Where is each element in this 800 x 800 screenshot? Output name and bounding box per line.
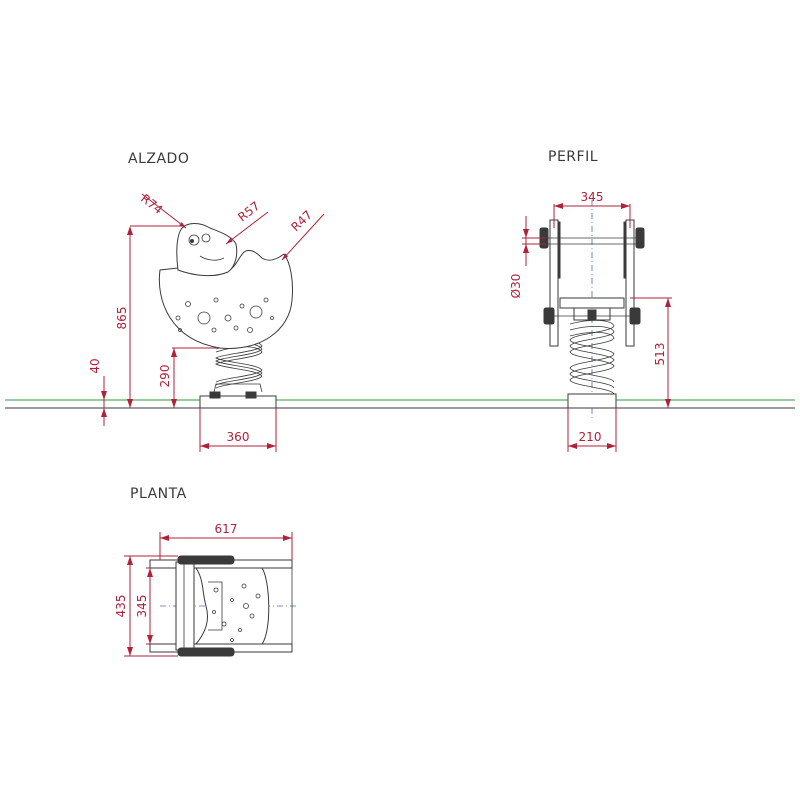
perfil-panel-right xyxy=(625,219,635,347)
dim-d30-arrow-top xyxy=(523,229,529,238)
alzado-base-plate xyxy=(199,395,277,409)
dim-290-arrow-top xyxy=(171,348,177,357)
dim-d30-arrow-bottom xyxy=(523,244,529,253)
dim-617-label: 617 xyxy=(215,522,238,536)
dim-865-arrow-top xyxy=(127,226,133,235)
alzado-bolt-right xyxy=(245,391,257,399)
alzado-bolt-left xyxy=(209,391,221,399)
dim-r47-leader xyxy=(281,213,325,261)
dim-513-label: 513 xyxy=(653,343,667,366)
dim-40-arrow-bottom xyxy=(101,408,107,417)
dim-r74-label: R74 xyxy=(138,191,165,217)
dim-617-arrow-right xyxy=(283,535,292,541)
perfil-panel-left-edge xyxy=(557,221,561,279)
planta-title: PLANTA xyxy=(130,486,187,502)
dim-360-label: 360 xyxy=(227,430,250,444)
ground-lines xyxy=(5,399,795,409)
alzado-pupil-left xyxy=(190,239,194,243)
perfil-seat-plate xyxy=(559,297,625,309)
dim-40-arrow-top xyxy=(101,391,107,400)
planta-view: 617 435 345 xyxy=(114,522,296,657)
dim-290-label: 290 xyxy=(158,365,172,388)
alzado-eye-left xyxy=(188,234,200,246)
dim-435-label: 435 xyxy=(114,595,128,618)
planta-seat-holes xyxy=(212,583,261,642)
dim-40-label: 40 xyxy=(88,358,102,373)
dim-r74-leader xyxy=(141,193,187,229)
alzado-view: R74 R57 R47 865 40 290 360 xyxy=(88,191,325,452)
dim-617-arrow-left xyxy=(160,535,169,541)
dim-345-label: 345 xyxy=(581,190,604,204)
dim-290-arrow-bottom xyxy=(171,399,177,408)
perfil-spring xyxy=(569,320,615,395)
dim-865-label: 865 xyxy=(115,307,129,330)
dim-210-arrow-right xyxy=(607,443,616,449)
perfil-base-plate xyxy=(567,393,617,409)
perfil-panel-right-edge xyxy=(623,221,627,279)
planta-seat-inner xyxy=(208,581,223,631)
alzado-spring-seat xyxy=(213,383,263,393)
planta-seat-shell xyxy=(194,567,270,645)
alzado-mouth xyxy=(199,255,225,261)
dim-345-arrow-left xyxy=(554,203,563,209)
perfil-knob-right xyxy=(635,227,645,249)
perfil-panel-left xyxy=(549,219,559,347)
dim-d30-label: Ø30 xyxy=(509,274,523,299)
dim-513-arrow-top xyxy=(665,298,671,307)
dim-210-label: 210 xyxy=(579,430,602,444)
perfil-seat-bolt xyxy=(587,309,597,321)
dim-513-arrow-bottom xyxy=(665,399,671,408)
perfil-view: 345 Ø30 513 210 xyxy=(509,190,672,452)
dim-p345-arrow-bottom xyxy=(147,635,153,644)
dim-210-arrow-left xyxy=(568,443,577,449)
planta-handle-block xyxy=(175,561,195,651)
dim-r57-label: R57 xyxy=(235,199,262,225)
dim-360-arrow-right xyxy=(267,443,276,449)
alzado-title: ALZADO xyxy=(128,151,189,167)
alzado-eye-right xyxy=(201,233,211,243)
dim-p345-arrow-top xyxy=(147,568,153,577)
dim-r47-label: R47 xyxy=(288,208,315,234)
alzado-shell-holes xyxy=(175,297,274,333)
perfil-title: PERFIL xyxy=(548,149,598,165)
alzado-dino-head xyxy=(176,223,238,277)
dim-435-arrow-top xyxy=(127,556,133,565)
dim-435-arrow-bottom xyxy=(127,647,133,656)
planta-handle-bottom xyxy=(177,647,235,657)
dim-360-arrow-left xyxy=(200,443,209,449)
dim-r57-leader xyxy=(225,211,269,245)
dim-865-arrow-bottom xyxy=(127,399,133,408)
dim-p345-label: 345 xyxy=(135,595,149,618)
planta-handle-top xyxy=(177,555,235,565)
dim-345-arrow-right xyxy=(621,203,630,209)
